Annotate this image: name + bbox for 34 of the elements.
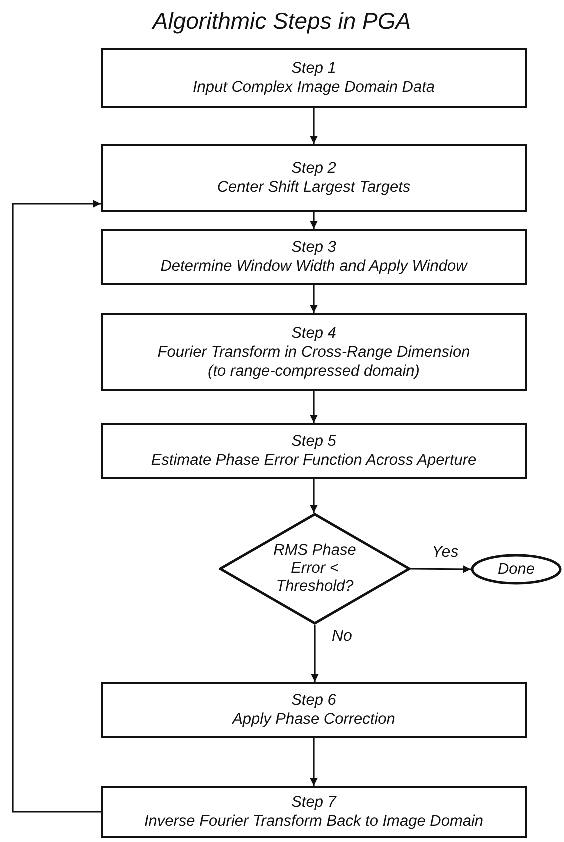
step-description: Fourier Transform in Cross-Range Dimension — [158, 342, 470, 362]
terminal-text: Done — [498, 560, 536, 579]
step-heading: Step 2 — [292, 159, 336, 178]
arrow — [310, 738, 318, 786]
step-description: Apply Phase Correction — [232, 710, 396, 729]
arrow — [310, 479, 318, 513]
step-heading: Step 5 — [292, 432, 336, 451]
step-description: Input Complex Image Domain Data — [192, 78, 436, 97]
step-description: Determine Window Width and Apply Window — [160, 257, 468, 276]
step-heading: Step 1 — [292, 59, 336, 78]
step-description: Inverse Fourier Transform Back to Image Domain — [144, 812, 484, 831]
process-box — [101, 786, 527, 838]
step-description: (to range-compressed domain) — [208, 362, 420, 380]
arrow — [311, 625, 319, 682]
step-heading: Step 7 — [292, 793, 336, 812]
process-box — [101, 229, 527, 285]
arrow — [12, 200, 101, 813]
process-box — [101, 144, 527, 212]
step-description: Estimate Phase Error Function Across Aperture — [151, 451, 477, 470]
arrow — [310, 212, 318, 229]
diagram-title: Algorithmic Steps in PGA — [150, 8, 412, 35]
step-description: Center Shift Largest Targets — [217, 178, 411, 197]
arrow — [310, 285, 318, 313]
arrow — [310, 108, 318, 144]
process-box — [101, 682, 527, 738]
arrow — [310, 391, 318, 423]
process-box — [101, 423, 527, 479]
arrow — [411, 565, 471, 574]
step-heading: Step 4 — [292, 324, 336, 342]
decision-text: RMS Phase Error < Threshold? — [272, 542, 358, 596]
process-box — [101, 48, 527, 108]
step-heading: Step 6 — [292, 691, 336, 710]
process-box — [101, 313, 527, 391]
step-heading: Step 3 — [292, 238, 336, 257]
